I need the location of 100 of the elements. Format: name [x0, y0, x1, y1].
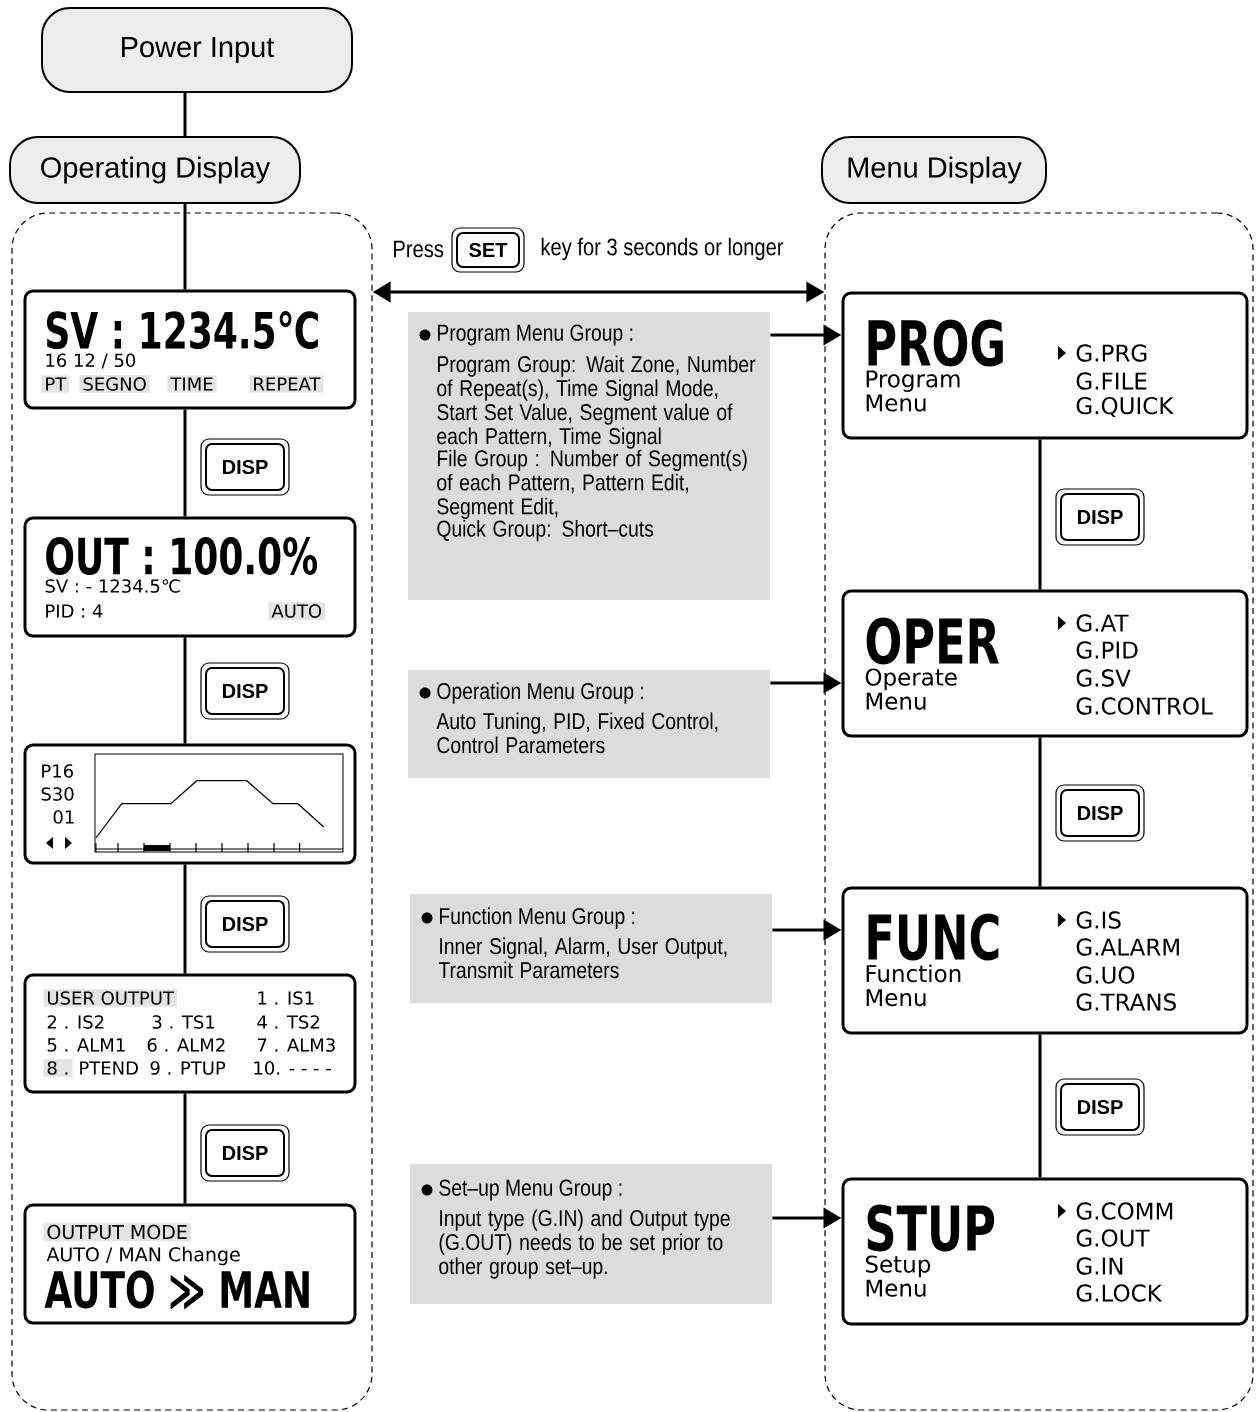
display-text: SV : - 1234.5℃	[45, 579, 180, 593]
note-text: Inner Signal, Alarm, User Output, Transmit Parameters	[438, 937, 727, 979]
note-heading: Function Menu Group :	[440, 907, 635, 929]
note-heading: Program Menu Group :	[438, 324, 633, 346]
menu-item: G.IS	[1076, 911, 1121, 929]
rounded-label-box	[9, 136, 301, 204]
display-text: 7 . ALM3	[257, 1038, 335, 1052]
connector-line	[183, 637, 187, 744]
menu-item: G.QUICK	[1076, 397, 1174, 417]
menu-item: G.UO	[1076, 966, 1135, 984]
display-screen	[23, 516, 357, 638]
menu-item: G.PID	[1076, 641, 1138, 659]
menu-item: G.ALARM	[1076, 938, 1179, 956]
menu-screen	[841, 291, 1249, 440]
menu-item: G.PRG	[1076, 344, 1147, 362]
note-text: Program Group: Wait Zone, Number of Repeat(s), Time Signal Mode, Start Set Value, Segment value of each Pattern, Time Signal	[437, 355, 756, 449]
note-text: Input type (G.IN) and Output type (G.OUT) needs to be set prior to other group set–up.	[439, 1209, 730, 1279]
menu-item: G.TRANS	[1076, 993, 1176, 1011]
highlighted-text: USER OUTPUT	[43, 989, 177, 1007]
highlighted-text: AUTO	[268, 602, 326, 620]
menu-item: G.FILE	[1076, 372, 1147, 390]
display-text: S30	[41, 787, 74, 801]
key-button: SET	[451, 227, 525, 273]
key-button: DISP	[1055, 488, 1145, 546]
menu-screen	[841, 886, 1249, 1035]
note-box	[410, 894, 772, 1003]
display-text: 16 12 / 50	[46, 353, 136, 369]
menu-code: FUNC	[868, 913, 999, 961]
note-box	[408, 312, 770, 600]
display-screen	[23, 973, 357, 1094]
display-screen	[23, 743, 357, 865]
display-text: 01	[53, 810, 74, 824]
connector-line	[183, 93, 187, 136]
display-text: 10. - - - -	[254, 1061, 331, 1075]
key-button: DISP	[200, 1124, 290, 1182]
note-text: Auto Tuning, PID, Fixed Control, Control Parameters	[436, 712, 718, 754]
instruction-text: key for 3 seconds or longer	[541, 237, 784, 261]
menu-screen	[841, 1177, 1249, 1326]
display-text: 5 . ALM1	[47, 1038, 125, 1052]
display-screen	[23, 1203, 357, 1325]
menu-code: STUP	[867, 1204, 995, 1252]
box-title: Power Input	[122, 37, 275, 63]
menu-item: G.LOCK	[1076, 1284, 1163, 1302]
key-button: DISP	[200, 438, 290, 496]
dashed-region	[11, 212, 373, 1411]
key-button: DISP	[200, 895, 290, 953]
note-text: Quick Group: Short–cuts	[437, 519, 654, 542]
highlighted-text: OUTPUT MODE	[43, 1222, 191, 1242]
menu-item: G.IN	[1076, 1257, 1123, 1275]
display-text: P16	[42, 764, 73, 778]
display-text: 3 . TS1	[152, 1015, 215, 1029]
key-button: DISP	[1055, 1078, 1145, 1136]
display-screen	[23, 289, 357, 410]
menu-name: Setup Menu	[865, 1255, 931, 1297]
menu-name: Program Menu	[866, 370, 960, 412]
connector-line	[1038, 1034, 1042, 1178]
display-text: AUTO / MAN Change	[46, 1246, 240, 1266]
menu-item: G.AT	[1076, 614, 1129, 632]
note-heading: Set–up Menu Group :	[439, 1179, 622, 1201]
display-text: 1 . IS1	[258, 991, 314, 1005]
rounded-label-box	[41, 7, 353, 93]
menu-code: PROG	[868, 319, 1003, 367]
display-text: 4 . TS2	[257, 1015, 319, 1029]
highlighted-text: SEGNO	[79, 375, 150, 393]
connector-line	[1038, 737, 1042, 887]
note-heading: Operation Menu Group :	[437, 682, 643, 704]
display-reading: OUT : 100.0%	[46, 537, 318, 575]
rounded-label-box	[821, 136, 1047, 204]
connector-line	[183, 204, 187, 290]
note-box	[410, 1164, 772, 1304]
key-button: DISP	[200, 662, 290, 720]
menu-item: G.CONTROL	[1076, 697, 1213, 715]
menu-name: Operate Menu	[865, 668, 957, 710]
note-box	[408, 670, 770, 778]
box-title: Operating Display	[41, 156, 271, 184]
highlighted-text: REPEAT	[249, 375, 324, 393]
display-text: PTEND	[80, 1061, 138, 1075]
highlighted-text: 8 .	[43, 1059, 73, 1077]
display-text: 9 . PTUP	[150, 1061, 226, 1075]
display-reading: SV : 1234.5℃	[46, 310, 318, 350]
instruction-text: Press	[394, 240, 444, 258]
display-text: 6 . ALM2	[147, 1038, 225, 1052]
highlighted-text: PT	[41, 375, 70, 393]
menu-item: G.COMM	[1076, 1202, 1173, 1220]
display-reading: AUTO ≫ MAN	[44, 1270, 309, 1310]
display-text: 2 . IS2	[47, 1015, 104, 1029]
box-title: Menu Display	[848, 156, 1022, 184]
note-text: File Group : Number of Segment(s) of each Pattern, Pattern Edit, Segment Edit,	[437, 449, 747, 520]
key-button: DISP	[1055, 784, 1145, 842]
connector-line	[183, 864, 187, 974]
highlighted-text: TIME	[167, 375, 217, 393]
dashed-region	[824, 212, 1254, 1411]
menu-item: G.OUT	[1076, 1229, 1150, 1247]
menu-code: OPER	[866, 617, 1000, 665]
menu-name: Function Menu	[866, 964, 961, 1007]
connector-line	[183, 409, 187, 517]
display-text: PID : 4	[46, 604, 103, 618]
connector-line	[1038, 439, 1042, 590]
connector-line	[183, 1093, 187, 1204]
menu-item: G.SV	[1076, 669, 1131, 687]
